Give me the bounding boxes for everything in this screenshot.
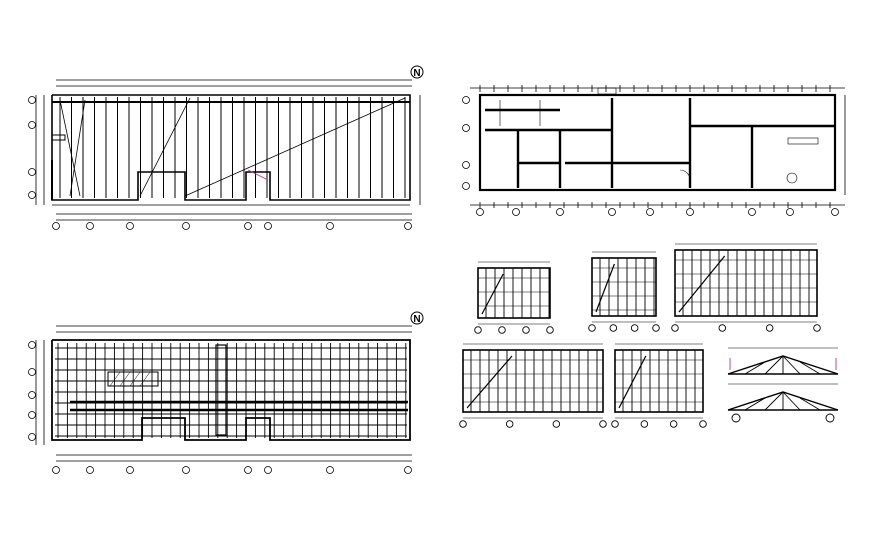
grid-bubble — [699, 420, 707, 428]
grid-bubbles — [462, 96, 839, 216]
dimension-ticks — [479, 85, 831, 208]
grid-bubble — [588, 324, 596, 332]
brace-line — [595, 263, 615, 313]
grid-bubble — [498, 326, 506, 334]
grid-bubble — [244, 466, 252, 474]
grid-bubble — [646, 208, 654, 216]
wall-elevation — [459, 343, 607, 428]
grid-bubble — [28, 433, 36, 441]
floor-plan — [462, 85, 846, 216]
grid-bubble — [462, 124, 470, 132]
elevation-outline — [462, 349, 604, 413]
grid-bubbles — [28, 341, 412, 474]
brace-line — [481, 273, 504, 315]
grid-bubble — [28, 168, 36, 176]
grid-bubble — [652, 324, 660, 332]
grid-bubble — [831, 208, 839, 216]
grid-bubble — [522, 326, 530, 334]
wall-elevation — [474, 261, 554, 334]
stair-framing — [215, 344, 227, 436]
north-arrow-icon: N — [410, 65, 424, 79]
grid-bubble — [552, 420, 561, 428]
grid-bubble — [264, 466, 272, 474]
grid-bubble — [686, 208, 694, 216]
grid-bubble — [52, 222, 60, 230]
floor-framing-plan: N — [28, 311, 424, 474]
grid-bubble — [86, 466, 94, 474]
grid-bubble — [28, 341, 36, 349]
grid-bubble — [28, 391, 36, 399]
grid-bubble — [462, 161, 470, 169]
grid-bubble — [326, 222, 334, 230]
grid-bubble — [326, 466, 334, 474]
joist-grid — [55, 343, 408, 438]
grid-bubble — [126, 466, 134, 474]
grid-bubble — [813, 324, 821, 332]
grid-bubble — [244, 222, 252, 230]
grid-bubble — [599, 420, 607, 428]
grid-bubble — [459, 420, 467, 428]
grid-bubble — [640, 420, 649, 428]
grid-bubble — [474, 326, 482, 334]
grid-bubble — [182, 222, 190, 230]
wall-framing-elevations — [459, 243, 821, 428]
brace-line — [678, 255, 726, 313]
elevation-outline — [477, 267, 551, 319]
grid-bubble — [126, 222, 134, 230]
svg-text:N: N — [413, 314, 420, 325]
brace-line — [466, 355, 513, 409]
svg-text:N: N — [413, 68, 420, 79]
roof-framing-plan: N — [28, 65, 424, 230]
grid-bubble — [786, 208, 794, 216]
grid-bubble — [182, 466, 190, 474]
elevation-outline — [591, 257, 657, 317]
grid-bubble — [462, 96, 470, 104]
grid-bubble — [264, 222, 272, 230]
grid-bubble — [718, 324, 727, 332]
truss-details — [727, 347, 839, 423]
grid-bubble — [765, 324, 774, 332]
rafter-lines — [52, 97, 410, 198]
grid-bubble — [546, 326, 554, 334]
grid-bubble — [748, 208, 756, 216]
grid-bubble — [512, 208, 520, 216]
grid-bubble — [404, 222, 412, 230]
grid-bubble — [671, 324, 679, 332]
grid-bubble — [86, 222, 94, 230]
grid-bubble — [476, 208, 484, 216]
grid-bubble — [28, 191, 36, 199]
north-arrow-icon: N — [410, 311, 424, 325]
grid-bubbles — [28, 96, 412, 230]
grid-bubble — [28, 411, 36, 419]
grid-bubble — [28, 96, 36, 104]
grid-bubble — [609, 324, 618, 332]
brace-line — [618, 355, 647, 409]
grid-bubble — [608, 208, 616, 216]
grid-bubble — [505, 420, 514, 428]
grid-bubble — [462, 182, 470, 190]
grid-bubble — [669, 420, 678, 428]
grid-bubble — [556, 208, 564, 216]
grid-bubble — [52, 466, 60, 474]
grid-bubble — [404, 466, 412, 474]
wall-elevation — [671, 243, 821, 332]
grid-bubble — [28, 368, 36, 376]
grid-bubble — [28, 121, 36, 129]
grid-bubble — [611, 420, 619, 428]
wall-elevation — [611, 343, 707, 428]
wall-elevation — [588, 251, 660, 332]
grid-bubble — [630, 324, 639, 332]
